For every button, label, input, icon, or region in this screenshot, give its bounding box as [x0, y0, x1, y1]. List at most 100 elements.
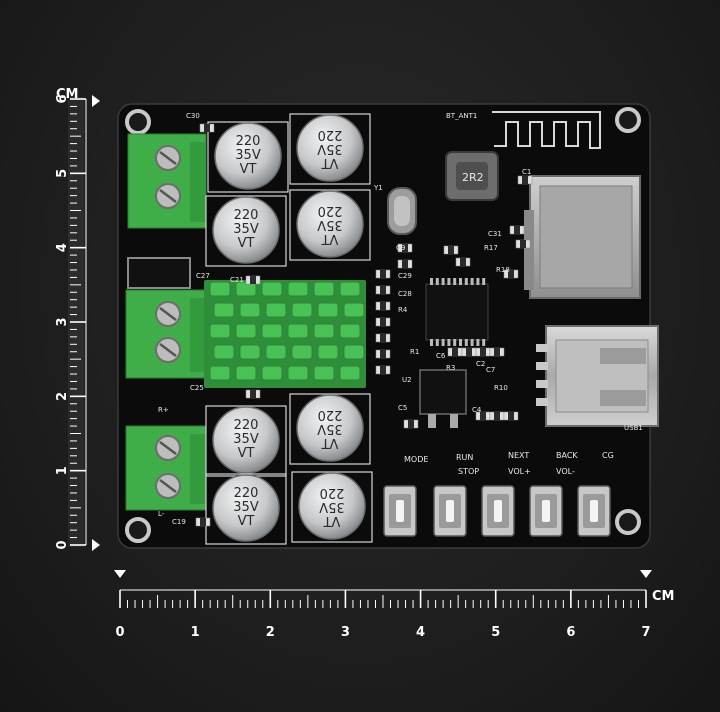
- ruler-label: 1: [55, 466, 70, 475]
- capacitor-label: VT: [322, 435, 339, 450]
- ruler-label: 4: [55, 243, 70, 252]
- button-label: RUN: [456, 453, 473, 462]
- heatsink-fin: [239, 302, 261, 318]
- capacitor-label: 220: [318, 127, 343, 142]
- heatsink-fin: [287, 365, 309, 381]
- ruler-label: 3: [55, 317, 70, 326]
- heatsink-fin: [235, 323, 257, 339]
- heatsink-fin: [265, 344, 287, 360]
- component-ref: C9: [396, 244, 405, 252]
- component-ref: C28: [398, 290, 412, 298]
- component-ref: C19: [172, 518, 186, 526]
- capacitor-label: 220: [318, 203, 343, 218]
- component-ref: C5: [398, 404, 407, 412]
- heatsink-fin: [261, 281, 283, 297]
- ruler-label: 5: [55, 169, 70, 178]
- ruler-label: 5: [491, 625, 500, 640]
- component-ref: R4: [398, 306, 408, 314]
- button-label: BACK: [556, 451, 578, 460]
- component-ref: R10: [494, 384, 508, 392]
- component-ref: R18: [496, 266, 510, 274]
- component-ref: C25: [190, 384, 204, 392]
- heatsink-fin: [339, 365, 361, 381]
- heatsink-fin: [313, 323, 335, 339]
- capacitor-label: VT: [324, 513, 341, 528]
- inductor-label: 2R2: [462, 171, 484, 184]
- ruler-label: 3: [341, 625, 350, 640]
- component-ref: C7: [486, 366, 495, 374]
- heatsink-fin: [339, 281, 361, 297]
- component-ref: C1: [522, 168, 531, 176]
- component-ref: U2: [402, 376, 412, 384]
- heatsink-fin: [343, 302, 365, 318]
- capacitor-label: 220: [234, 486, 259, 501]
- heatsink-fin: [317, 302, 339, 318]
- capacitor-label: 35V: [233, 222, 259, 237]
- heatsink-fin: [209, 365, 231, 381]
- button-label: STOP: [458, 467, 479, 476]
- ruler-unit: CM: [652, 589, 674, 604]
- heatsink-fin: [239, 344, 261, 360]
- capacitor-label: 35V: [317, 217, 343, 232]
- heatsink-fin: [209, 281, 231, 297]
- sd-card-slot: [524, 175, 641, 299]
- heatsink-fin: [287, 281, 309, 297]
- button-label: CG: [602, 451, 614, 460]
- capacitor-label: 35V: [317, 421, 343, 436]
- tactile-button: [529, 485, 563, 537]
- capacitor-label: 220: [236, 134, 261, 149]
- ruler-label: 6: [55, 94, 70, 103]
- button-label: VOL-: [556, 467, 575, 476]
- heatsink-fin: [261, 323, 283, 339]
- component-ref: C30: [186, 112, 200, 120]
- component-ref: R1: [410, 348, 419, 356]
- ruler-label: 0: [115, 625, 124, 640]
- ruler-label: 1: [191, 625, 200, 640]
- heatsink-fin: [291, 344, 313, 360]
- heatsink-fin: [287, 323, 309, 339]
- component-ref: R17: [484, 244, 498, 252]
- component-ref: C21: [230, 276, 244, 284]
- heatsink: [204, 280, 366, 388]
- capacitor-label: 220: [234, 208, 259, 223]
- voltage-regulator: [419, 369, 467, 428]
- capacitor-label: VT: [322, 231, 339, 246]
- mounting-holes: [125, 107, 641, 543]
- component-ref: USB1: [624, 424, 643, 432]
- button-label: NEXT: [508, 451, 529, 460]
- antenna-label: BT_ANT1: [446, 112, 477, 120]
- capacitor-label: 35V: [233, 432, 259, 447]
- tactile-button: [481, 485, 515, 537]
- heatsink-fin: [317, 344, 339, 360]
- tactile-button: [577, 485, 611, 537]
- capacitor-label: VT: [238, 236, 255, 251]
- capacitor-label: 220: [320, 485, 345, 500]
- left-speaker-terminal-block: [125, 289, 207, 379]
- diode-component: [127, 257, 191, 289]
- ruler-label: 4: [416, 625, 425, 640]
- ruler-label: 2: [266, 625, 275, 640]
- component-ref: C6: [436, 352, 446, 360]
- ruler-unit: CM: [56, 87, 78, 102]
- component-ref: L-: [158, 510, 165, 518]
- heatsink-fin: [213, 302, 235, 318]
- smd-components: [195, 123, 533, 527]
- component-ref: R3: [446, 364, 455, 372]
- power-terminal-block: [127, 133, 207, 229]
- component-ref: R+: [158, 406, 169, 414]
- button-label: VOL+: [508, 467, 531, 476]
- heatsink-fin: [235, 365, 257, 381]
- component-ref: C29: [398, 272, 412, 280]
- crystal-oscillator: [387, 187, 417, 235]
- ruler-label: 0: [55, 540, 70, 549]
- heatsink-fin: [339, 323, 361, 339]
